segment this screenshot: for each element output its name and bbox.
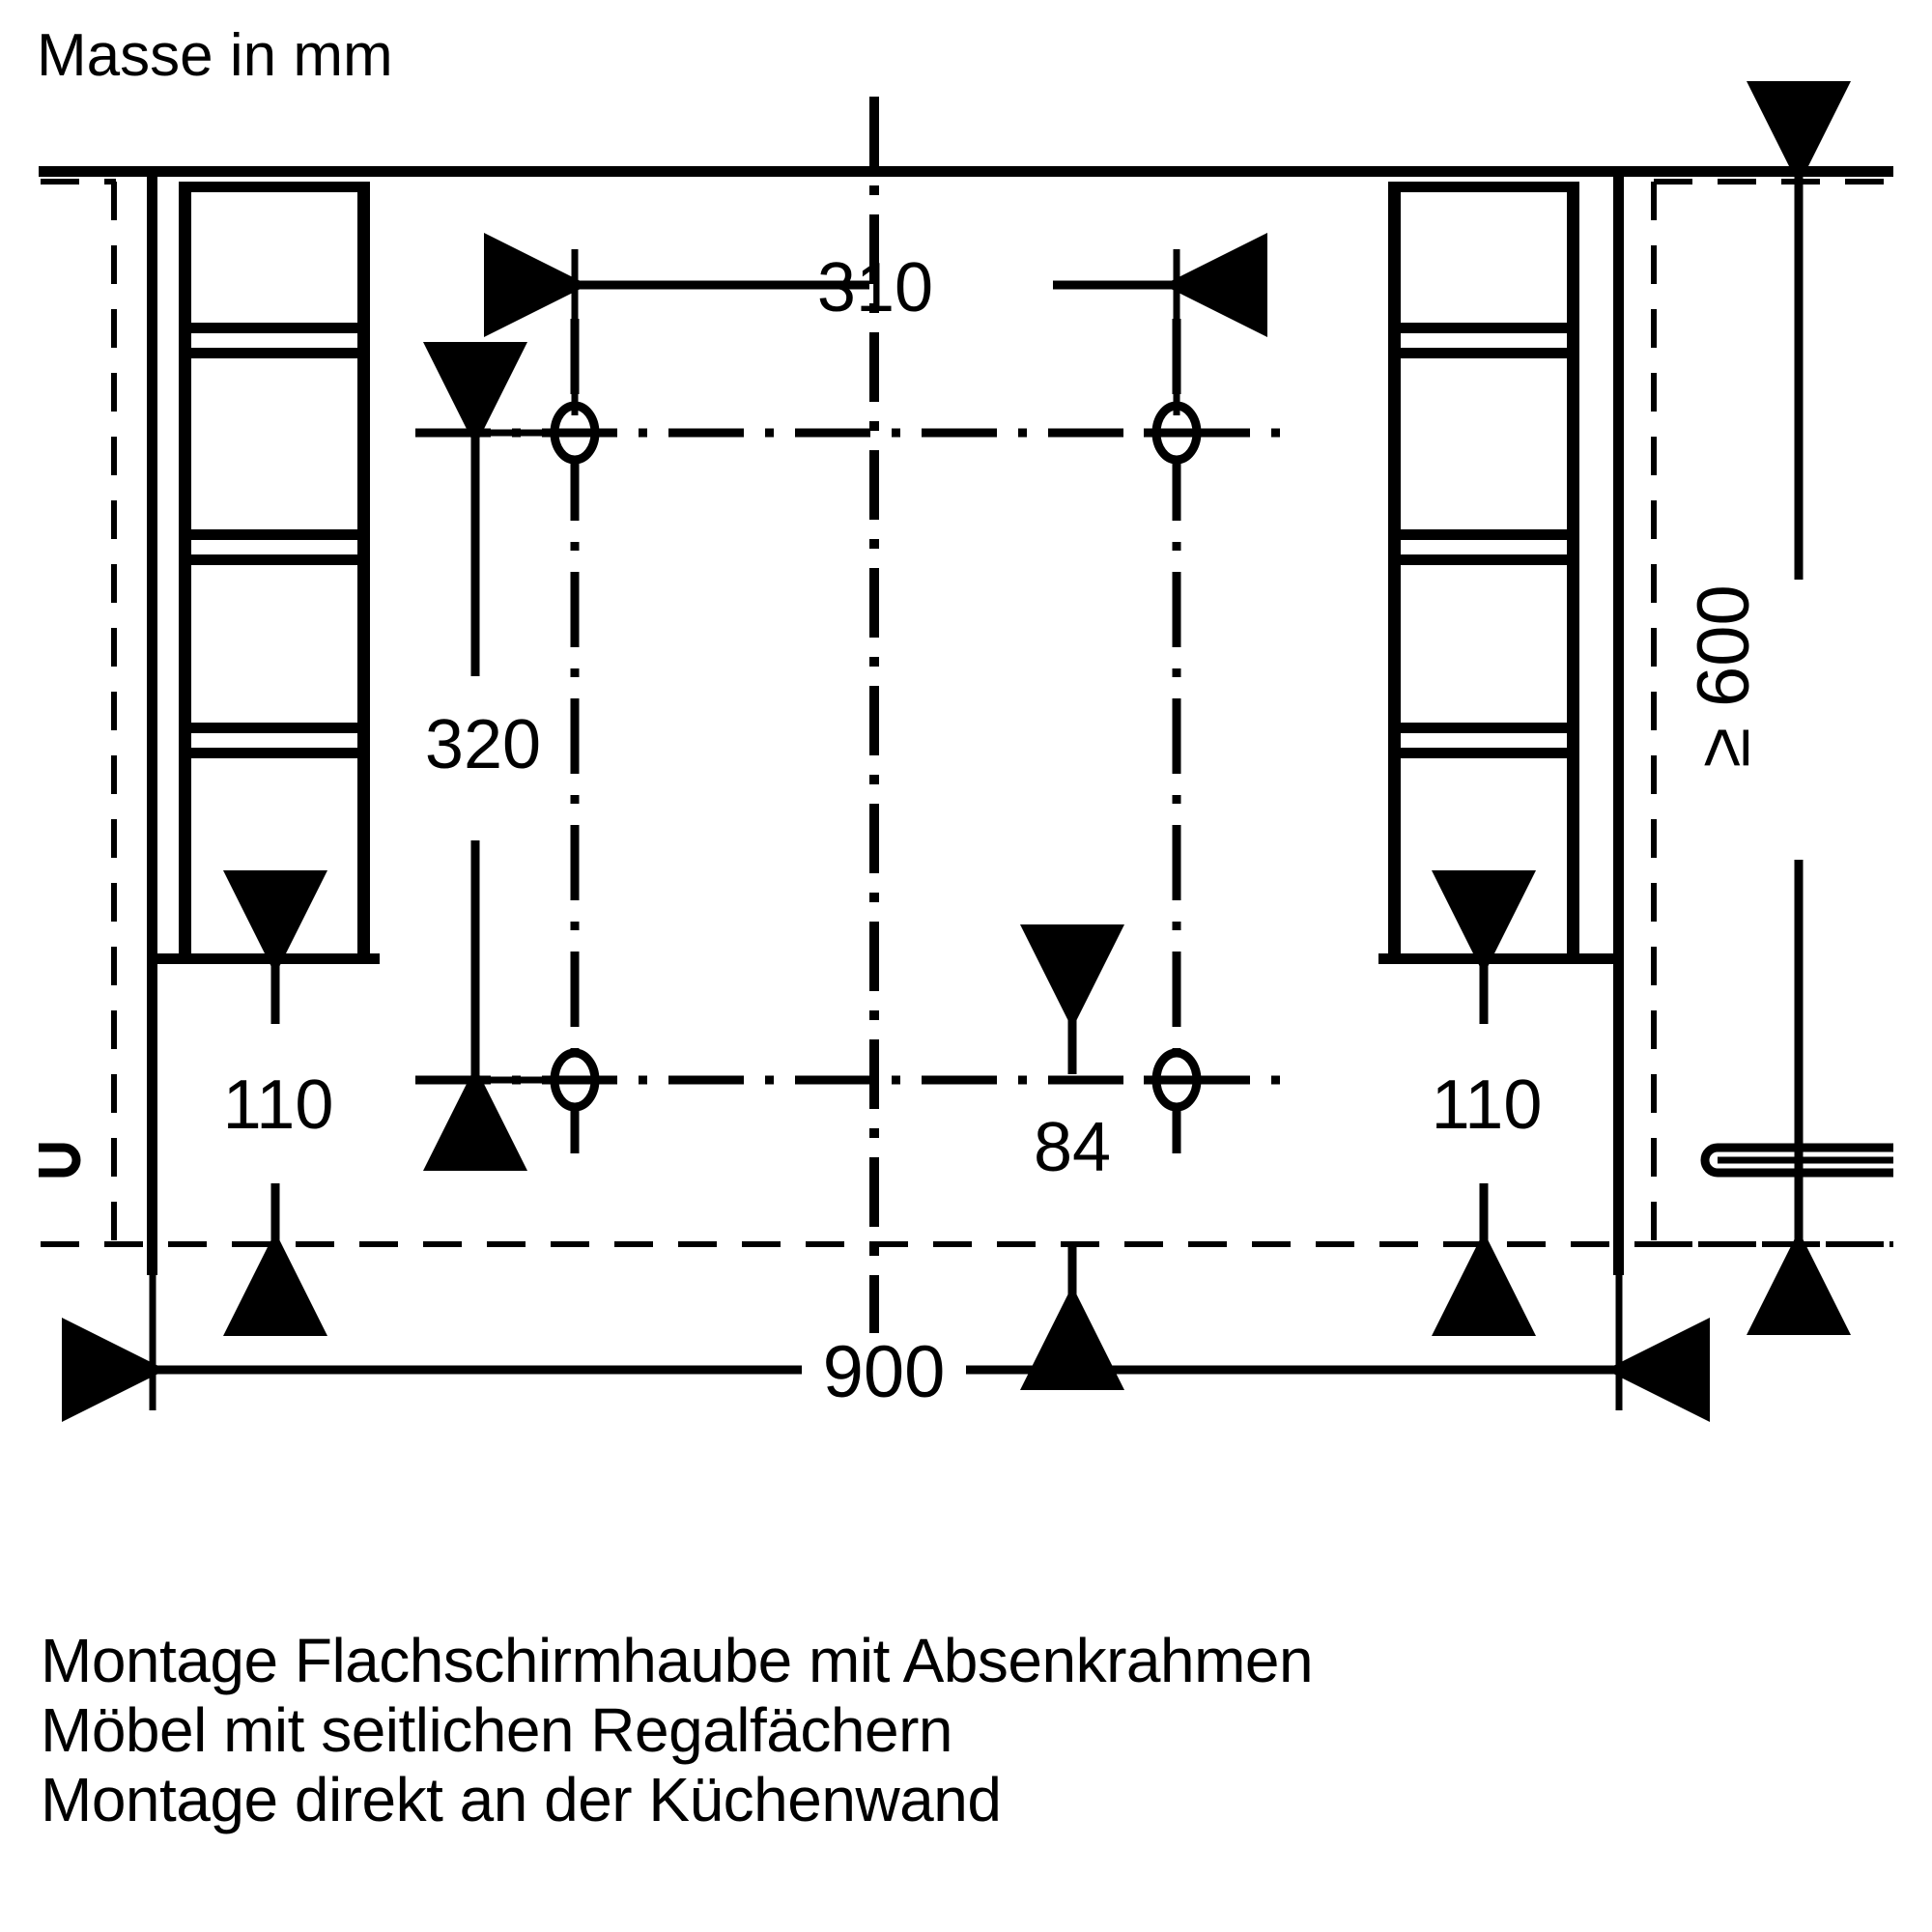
caption-line-3: Montage direkt an der Küchenwand [41,1765,1002,1834]
dimension-110-right: 110 [1432,870,1543,1336]
dimension-84: 84 [1020,924,1124,1390]
page-title: Masse in mm [37,22,393,89]
hob-symbol-right [1700,1143,1893,1178]
dimension-84-label: 84 [1034,1109,1111,1186]
dimension-900: 900 [61,1256,1710,1422]
hob-symbol-left [39,1143,81,1178]
dimension-320: 320 [420,342,558,1171]
dimension-310-label: 310 [817,249,933,327]
dimension-min-600-label: ≥ 600 [1683,584,1765,768]
cabinet-outline [39,166,1893,1275]
dimension-320-label: 320 [425,706,541,783]
dimension-900-label: 900 [823,1331,946,1413]
dimension-110-left: 110 [223,870,334,1336]
dimension-110-left-label: 110 [223,1066,334,1144]
dimension-min-600: ≥ 600 [1683,80,1851,1335]
dimension-110-right-label: 110 [1432,1066,1543,1144]
caption-line-2: Möbel mit seitlichen Regalfächern [41,1695,952,1765]
hidden-edges-dashed [41,179,1893,1247]
caption-block: Montage Flachschirmhaube mit Absenkrahme… [41,1626,1932,1834]
dimension-310: 310 [484,232,1267,415]
right-shelf-unit [1378,182,1623,964]
caption-line-1: Montage Flachschirmhaube mit Absenkrahme… [41,1626,1314,1695]
left-shelf-unit [157,182,380,964]
